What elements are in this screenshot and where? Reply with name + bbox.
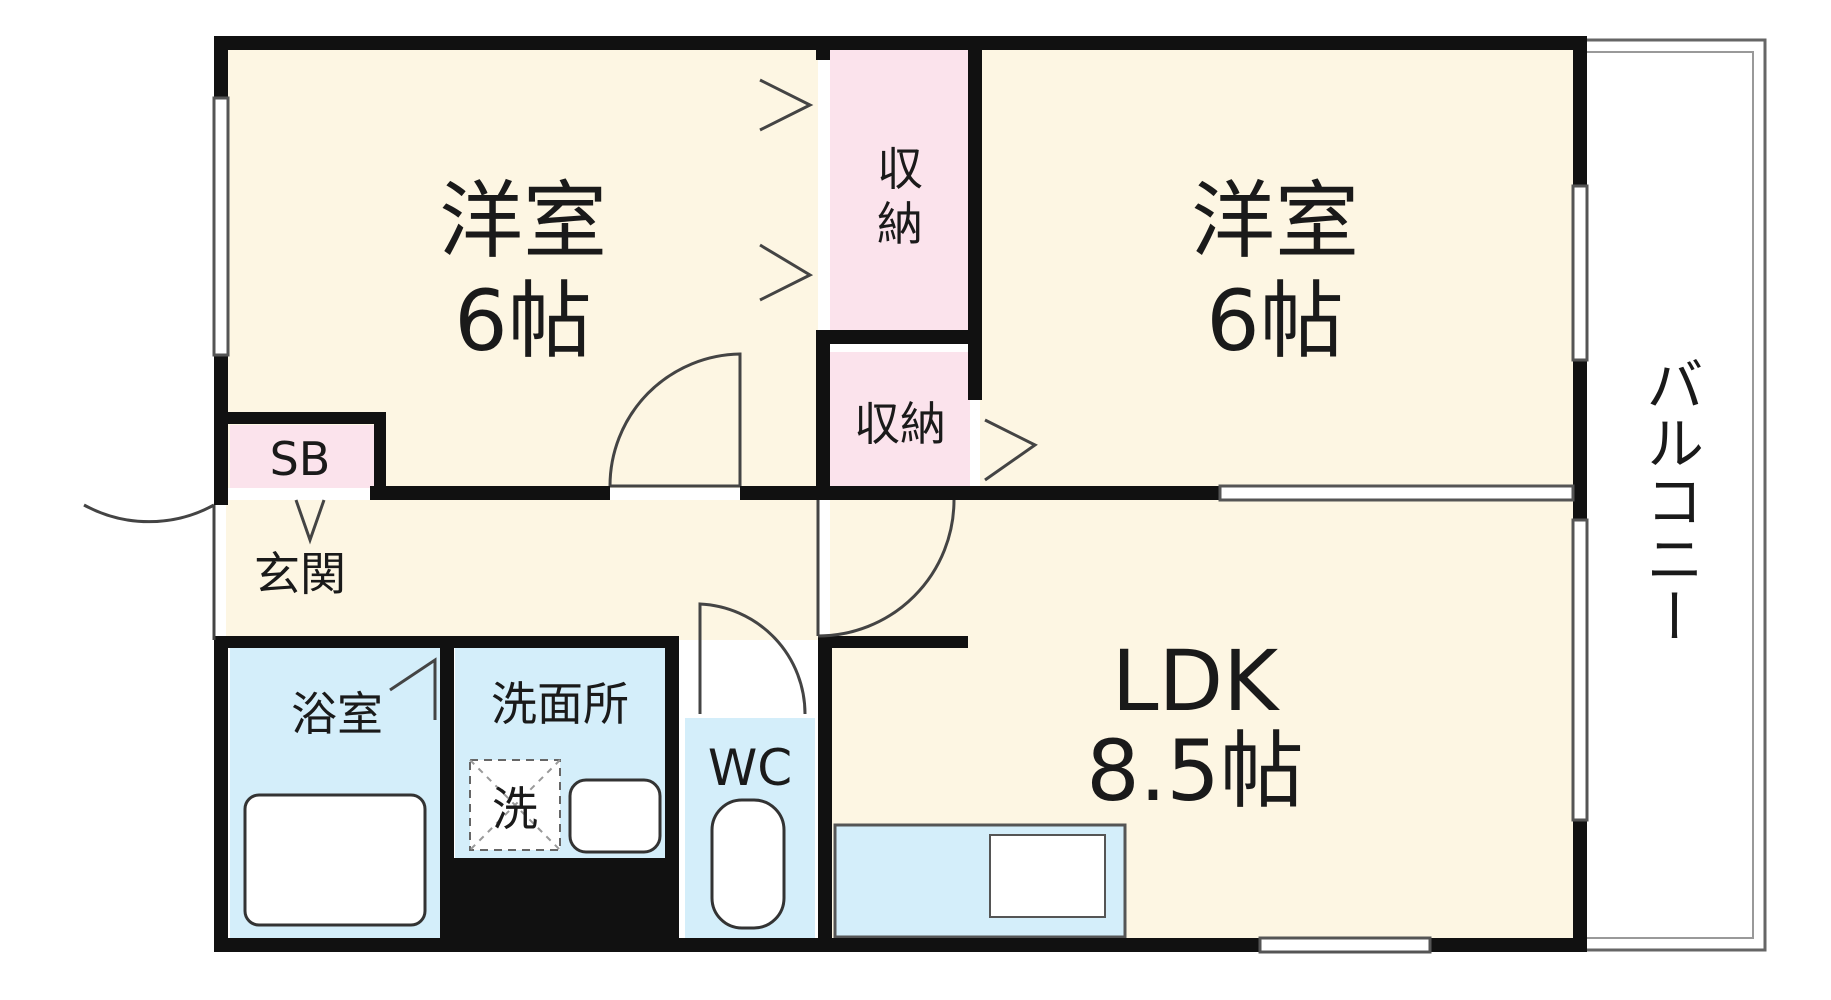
stove-icon	[989, 834, 1106, 918]
balcony-label: バルコニー	[1636, 355, 1704, 645]
toilet-label: WC	[708, 739, 792, 797]
floor-closet-mid	[830, 352, 970, 488]
doors	[83, 78, 1038, 720]
entrance-label: 玄関	[254, 547, 346, 601]
balcony-area	[1583, 38, 1767, 952]
room-name-western-left: 洋室	[439, 172, 607, 270]
room-name-western-right: 洋室	[1191, 172, 1359, 270]
floor-western-right	[980, 48, 1575, 488]
windows	[212, 96, 1589, 954]
room-size-ldk: 8.5帖	[1086, 722, 1304, 820]
floor-hall	[226, 500, 818, 640]
closet-top-line2: 納	[877, 197, 923, 251]
shoe-box-label: SB	[270, 432, 331, 486]
washroom-label: 洗面所	[491, 677, 629, 731]
bathtub-icon	[243, 793, 427, 927]
walls	[214, 36, 1587, 952]
washer-cross-b	[469, 759, 561, 851]
sink-icon	[568, 778, 662, 854]
floor-closet-top	[830, 48, 970, 338]
room-size-western-left: 6帖	[454, 272, 591, 370]
closet-mid-label: 収納	[854, 397, 946, 451]
floor-shoe-box	[230, 425, 375, 488]
room-name-ldk: LDK	[1112, 632, 1280, 730]
washer-label: 洗	[492, 782, 538, 836]
toilet-icon	[710, 798, 786, 930]
closet-top-line1: 収	[877, 142, 923, 196]
room-size-western-right: 6帖	[1206, 272, 1343, 370]
bath-label: 浴室	[291, 687, 383, 741]
